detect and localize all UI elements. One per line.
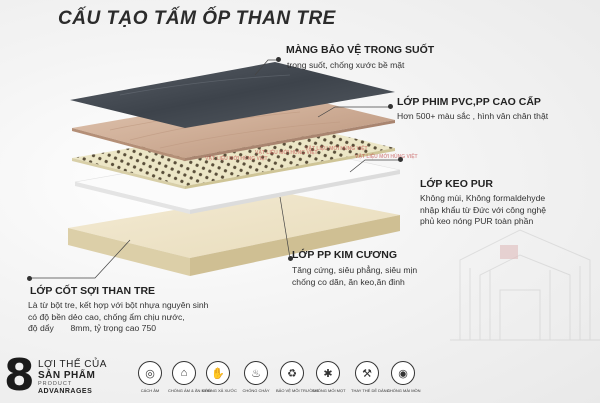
- watermark-text: VẬT LIỆU MỚI HÙNG VIỆT: [305, 144, 368, 152]
- wear-icon: ◉: [391, 361, 415, 385]
- benefit-termite: ✱ CHỐNG MỐI MỌT: [312, 361, 346, 393]
- layer-label-protective-film: MÀNG BẢO VỆ TRONG SUỐT: [286, 44, 435, 56]
- layer-desc-pp-diamond: Tăng cứng, siêu phẳng, siêu mịn chống co…: [292, 265, 462, 288]
- benefit-label: BẢO VỆ MÔI TRƯỜNG: [276, 388, 319, 393]
- watermark-text: VẬT LIỆU MỚI HÙNG VIỆT: [205, 154, 268, 162]
- desc-line: chống co dãn, ăn keo,ăn đinh: [292, 276, 405, 287]
- benefits-heading-line2: SẢN PHẨM: [38, 370, 96, 381]
- watermark-text: VẬT LIỆU MỚI HÙNG VIỆT: [355, 152, 418, 160]
- benefits-heading-line4: ADVANRAGES: [38, 388, 93, 395]
- benefit-label: CHỐNG XẢ XƯỚC: [202, 388, 237, 393]
- desc-line: Không mùi, Không formaldehyde: [420, 193, 546, 203]
- benefit-eco: ♻ BẢO VỆ MÔI TRƯỜNG: [276, 361, 319, 393]
- install-icon: ⚒: [355, 361, 379, 385]
- callout-dot: [276, 57, 281, 62]
- termite-icon: ✱: [316, 361, 340, 385]
- desc-line: có độ bền dẻo cao, chống ẩm chịu nước,: [28, 311, 185, 322]
- benefit-label: THAY THẾ DỄ DÀNG: [351, 388, 390, 393]
- building-illustration: [450, 229, 600, 341]
- benefit-fire: ♨ CHỐNG CHÁY: [240, 361, 272, 393]
- page-title: CẤU TẠO TẤM ỐP THAN TRE: [58, 8, 336, 29]
- benefit-wear: ◉ CHỐNG MÀI MÒN: [387, 361, 421, 393]
- soundproof-icon: ◎: [138, 361, 162, 385]
- layer-label-bamboo-core: LỚP CỐT SỢI THAN TRE: [30, 285, 156, 297]
- watermark-text: VẬT LIỆU MỚI HÙNG VIỆT: [255, 148, 318, 156]
- benefit-count: 8: [4, 350, 35, 401]
- benefit-moisture: ⌂ CHỐNG ẨM & ĂN MÒN: [168, 361, 211, 393]
- layer-bamboo-core: [68, 192, 400, 276]
- eco-icon: ♻: [280, 361, 304, 385]
- scratch-icon: ✋: [206, 361, 230, 385]
- benefit-scratch: ✋ CHỐNG XẢ XƯỚC: [202, 361, 237, 393]
- benefits-heading-line1: LỢI THẾ CỦA: [38, 359, 107, 370]
- callout-dot: [27, 276, 32, 281]
- desc-line: độ dẩy 8mm, tỷ trọng cao 750: [28, 323, 157, 333]
- benefit-label: CHỐNG MỐI MỌT: [312, 388, 346, 393]
- layer-protective-film: [70, 62, 395, 128]
- benefit-label: CHỐNG ẨM & ĂN MÒN: [168, 388, 211, 393]
- desc-line: Tăng cứng, siêu phẳng, siêu mịn: [292, 265, 418, 275]
- benefit-install: ⚒ THAY THẾ DỄ DÀNG: [351, 361, 390, 393]
- layer-desc-pvc-film: Hơn 500+ màu sắc , hình vân chân thật: [397, 111, 549, 121]
- desc-line: Là từ bột tre, kết hợp với bột nhựa nguy…: [28, 300, 209, 310]
- moisture-icon: ⌂: [172, 361, 196, 385]
- callout-dot: [288, 256, 293, 261]
- layer-pvc-film: [72, 92, 395, 161]
- layer-label-pp-diamond: LỚP PP KIM CƯƠNG: [292, 249, 397, 261]
- layer-pur-glue: [72, 122, 395, 189]
- benefits-heading-line3: PRODUCT: [38, 381, 73, 387]
- watermark-group: VẬT LIỆU MỚI HÙNG VIỆT VẬT LIỆU MỚI HÙNG…: [205, 144, 418, 162]
- desc-line: nhập khẩu từ Đức với công nghệ: [420, 204, 547, 215]
- benefit-label: CHỐNG CHÁY: [242, 388, 270, 393]
- layer-desc-bamboo-core: Là từ bột tre, kết hợp với bột nhựa nguy…: [28, 300, 258, 335]
- layer-label-pur-glue: LỚP KEO PUR: [420, 178, 493, 190]
- layer-desc-pur-glue: Không mùi, Không formaldehyde nhập khẩu …: [420, 193, 595, 228]
- benefit-soundproof: ◎ CÁCH ÂM: [134, 361, 166, 393]
- layer-label-pvc-film: LỚP PHIM PVC,PP CAO CẤP: [397, 96, 541, 108]
- benefit-label: CÁCH ÂM: [140, 388, 160, 393]
- fire-icon: ♨: [244, 361, 268, 385]
- desc-line: phủ keo nóng PUR toàn phần: [420, 216, 534, 226]
- callout-dot: [398, 157, 403, 162]
- benefit-label: CHỐNG MÀI MÒN: [387, 388, 421, 393]
- callout-dot: [388, 104, 393, 109]
- layer-desc-protective-film: trong suốt, chống xước bề mặt: [287, 60, 405, 70]
